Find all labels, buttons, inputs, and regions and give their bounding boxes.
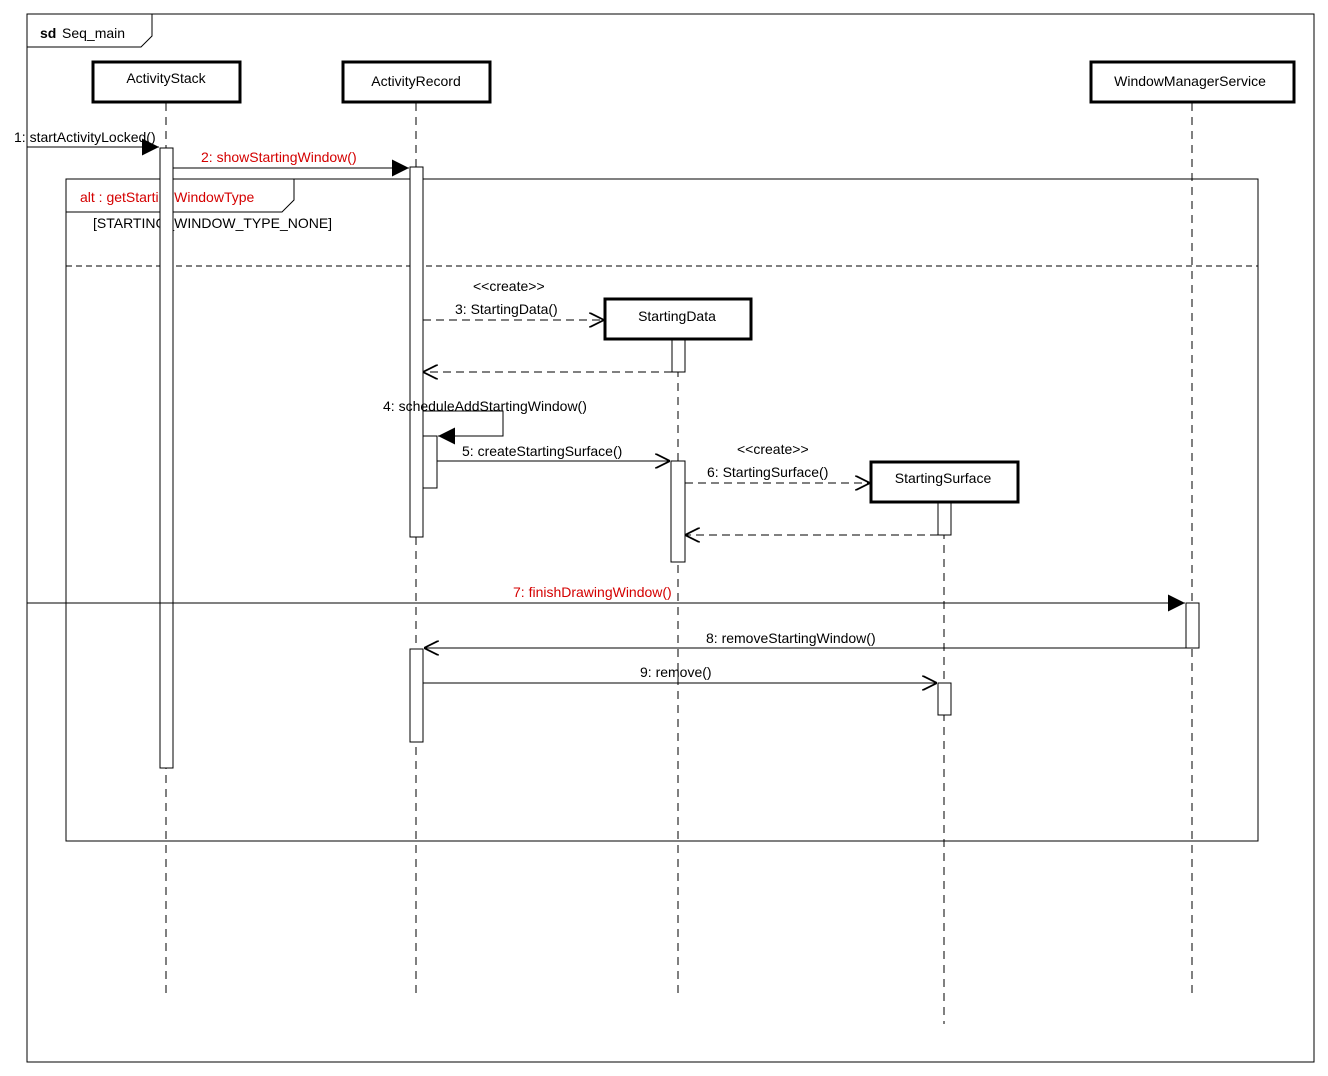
sd-frame-keyword: sd	[40, 25, 56, 41]
starting-data-activation-1	[671, 339, 686, 373]
starting-surface-label: StartingSurface	[895, 470, 992, 486]
starting-data-label: StartingData	[638, 308, 716, 324]
activity-stack-label: ActivityStack	[126, 70, 206, 86]
message-5-label: 5: createStartingSurface()	[462, 443, 622, 459]
starting-surface-box	[869, 460, 1020, 504]
alt-guard: [STARTING_WINDOW_TYPE_NONE]	[93, 215, 332, 231]
starting-data-activation-2	[670, 460, 686, 563]
sd-frame-tab	[27, 14, 153, 48]
activity-record-activation-1	[409, 166, 424, 538]
message-7-label: 7: finishDrawingWindow()	[513, 584, 672, 600]
window-manager-service-box	[1089, 60, 1296, 104]
activity-record-activation-2	[409, 648, 424, 743]
message-1-label: 1: startActivityLocked()	[14, 129, 156, 145]
sd-frame-name: Seq_main	[62, 25, 125, 41]
message-4-label: 4: scheduleAddStartingWindow()	[383, 398, 587, 414]
message-8-label: 8: removeStartingWindow()	[706, 630, 876, 646]
alt-fragment	[65, 178, 1259, 842]
activity-record-activation-nested	[422, 435, 438, 489]
starting-data-box	[603, 297, 753, 341]
message-3-stereotype: <<create>>	[473, 278, 545, 294]
activity-record-label: ActivityRecord	[371, 73, 460, 89]
sd-frame	[26, 13, 1315, 1063]
message-9-label: 9: remove()	[640, 664, 712, 680]
message-2-label: 2: showStartingWindow()	[201, 149, 357, 165]
message-4-self-arrow	[423, 410, 504, 445]
activity-stack-activation	[159, 147, 174, 769]
message-6-stereotype: <<create>>	[737, 441, 809, 457]
starting-surface-activation-1	[937, 502, 952, 536]
activity-record-box	[341, 60, 492, 104]
window-manager-service-label: WindowManagerService	[1114, 73, 1266, 89]
window-manager-service-activation	[1185, 602, 1200, 649]
starting-surface-activation-2	[937, 682, 952, 716]
message-6-label: 6: StartingSurface()	[707, 464, 828, 480]
alt-fragment-tab	[66, 179, 295, 213]
activity-stack-box	[91, 60, 242, 104]
message-3-label: 3: StartingData()	[455, 301, 558, 317]
